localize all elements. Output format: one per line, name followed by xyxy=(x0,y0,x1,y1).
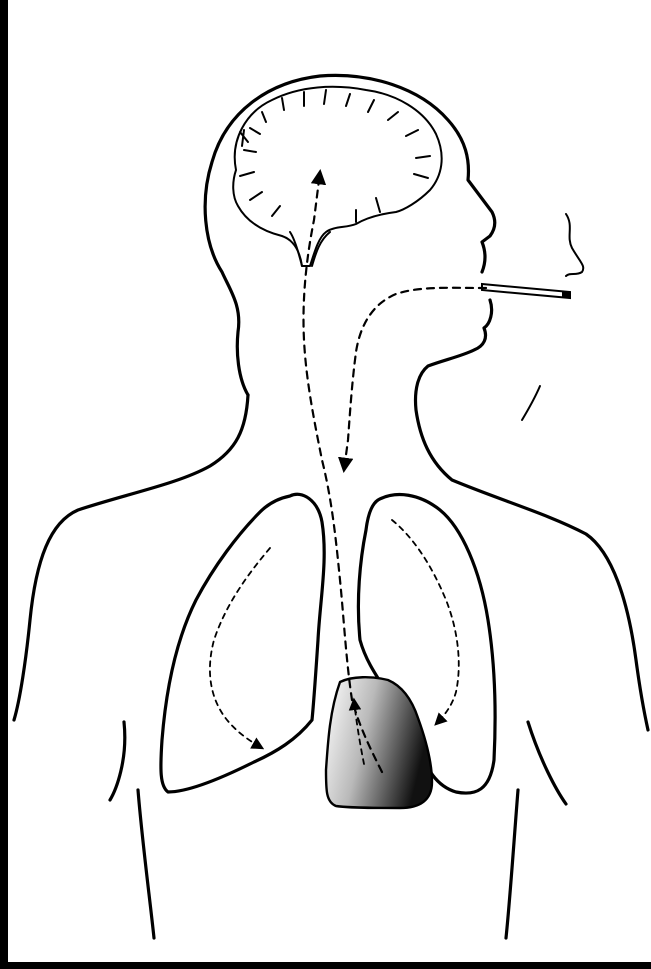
heart xyxy=(326,677,432,808)
diagram-canvas xyxy=(8,0,651,962)
brain-outline xyxy=(233,87,441,266)
shoulder-left-outline xyxy=(14,395,248,720)
brain-marker xyxy=(240,130,248,146)
body-outline-left xyxy=(205,75,495,395)
path-left-lung-flow xyxy=(210,548,270,748)
face-lower-outline xyxy=(416,300,649,730)
smoking-body-diagram xyxy=(8,0,651,962)
brain-folds xyxy=(240,90,430,222)
left-lung xyxy=(161,494,324,792)
neck-line xyxy=(522,386,540,420)
smoke-wisp xyxy=(566,214,583,276)
cigarette-icon xyxy=(482,284,570,298)
left-waist xyxy=(138,790,154,938)
right-waist xyxy=(506,790,518,938)
path-mouth-to-lungs xyxy=(344,288,486,470)
left-arm-inner xyxy=(110,722,125,800)
right-arm-inner xyxy=(528,722,566,804)
